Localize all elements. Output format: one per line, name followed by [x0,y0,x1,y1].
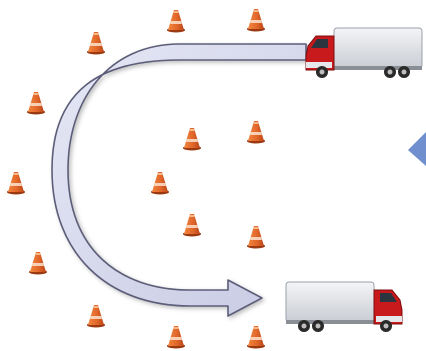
traffic-cone-icon [183,128,201,151]
left-pointing-triangle-icon [408,132,426,166]
traffic-cone-icon [167,326,185,349]
traffic-cone-icon [247,226,265,249]
traffic-cone-icon [29,252,47,275]
traffic-cone-icon [247,9,265,32]
traffic-cone-icon [27,92,45,115]
traffic-cone-icon [87,32,105,55]
traffic-cone-icon [183,214,201,237]
traffic-cone-icon [7,172,25,195]
traffic-cone-icon [247,121,265,144]
traffic-cone-icon [87,305,105,328]
traffic-cone-icon [167,10,185,33]
u-turn-arrow-icon [52,44,306,316]
delivery-truck-icon [306,28,422,78]
delivery-truck-icon [286,282,402,332]
traffic-cone-icon [247,326,265,349]
traffic-cone-icon [151,172,169,195]
